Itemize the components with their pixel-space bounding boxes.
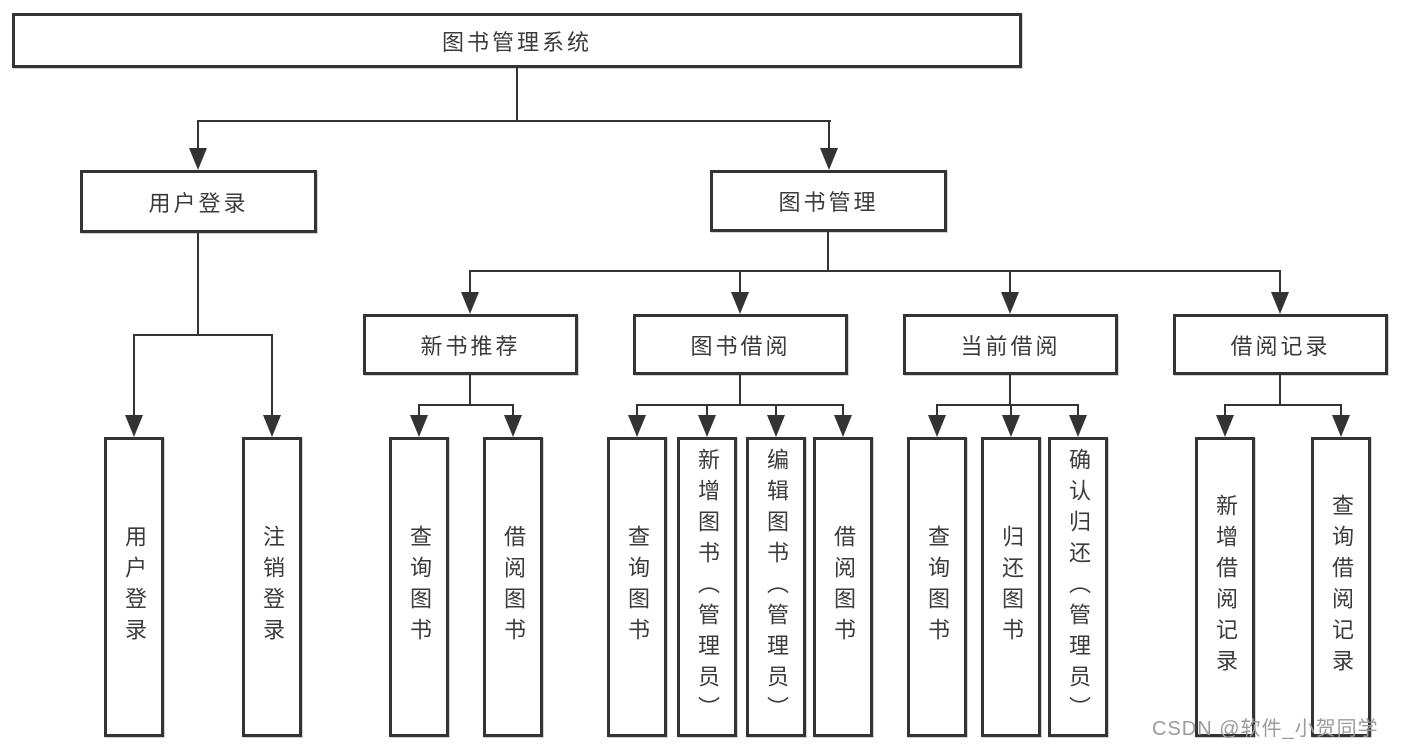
connector-current-borrowing-rail xyxy=(936,404,1079,406)
node-book-management: 图书管理 xyxy=(710,170,947,232)
node-root-label: 图书管理系统 xyxy=(441,29,592,55)
arrowhead-leaf-user-login xyxy=(125,415,143,437)
arrowhead-leaf-query-books-borrowing xyxy=(628,415,646,437)
arrowhead-new-book-recommend xyxy=(461,292,479,314)
node-current-borrowing-label: 当前借阅 xyxy=(960,333,1061,359)
connector-new-book-recommend-rail xyxy=(418,404,514,406)
arrowhead-leaf-confirm-return-admin xyxy=(1069,415,1087,437)
node-borrowing-records: 借阅记录 xyxy=(1173,314,1388,375)
connector-to-leaf xyxy=(1224,404,1226,417)
node-current-borrowing: 当前借阅 xyxy=(903,314,1118,375)
watermark-text: CSDN @软件_小贺同学 xyxy=(1152,718,1379,740)
arrowhead-leaf-add-borrow-record xyxy=(1216,415,1234,437)
connector-to-leaf xyxy=(1340,404,1342,417)
connector-to-leaf xyxy=(1010,404,1012,417)
connector-to-leaf xyxy=(512,404,514,417)
node-new-book-recommend-label: 新书推荐 xyxy=(420,333,521,359)
leaf-edit-book-admin: 编辑图书（管理员） xyxy=(746,437,806,737)
leaf-query-borrow-record: 查询借阅记录 xyxy=(1311,437,1371,737)
leaf-add-book-admin: 新增图书（管理员） xyxy=(677,437,737,737)
connector-to-leaf xyxy=(636,404,638,417)
node-book-management-label: 图书管理 xyxy=(778,190,879,215)
arrowhead-borrowing-records xyxy=(1271,292,1289,314)
connector-to-leaf xyxy=(842,404,844,417)
connector-to-current-borrowing xyxy=(1009,270,1011,296)
leaf-add-book-admin-label: 新增图书（管理员） xyxy=(695,447,720,727)
leaf-query-books-recommend: 查询图书 xyxy=(389,437,449,737)
connector-user-login-stem xyxy=(197,233,199,336)
arrowhead-current-borrowing xyxy=(1001,292,1019,314)
leaf-confirm-return-admin: 确认归还（管理员） xyxy=(1048,437,1108,737)
connector-to-user-login xyxy=(197,120,199,152)
leaf-query-books-recommend-label: 查询图书 xyxy=(407,525,432,649)
leaf-borrow-books-recommend-label: 借阅图书 xyxy=(501,525,526,649)
connector-book-management-stem xyxy=(827,232,829,272)
leaf-user-login: 用户登录 xyxy=(104,437,164,737)
connector-to-leaf xyxy=(1077,404,1079,417)
arrowhead-leaf-query-borrow-record xyxy=(1332,415,1350,437)
connector-to-leaf-user-login xyxy=(133,334,135,416)
connector-book-borrowing-stem xyxy=(739,374,741,406)
connector-to-new-book-recommend xyxy=(469,270,471,296)
leaf-borrow-books-recommend: 借阅图书 xyxy=(483,437,543,737)
leaf-logout: 注销登录 xyxy=(242,437,302,737)
node-user-login: 用户登录 xyxy=(80,170,317,233)
leaf-user-login-label: 用户登录 xyxy=(122,525,147,649)
arrowhead-book-management xyxy=(820,148,838,170)
connector-user-login-rail xyxy=(133,334,273,336)
node-user-login-label: 用户登录 xyxy=(148,190,249,216)
connector-to-leaf-logout xyxy=(271,334,273,416)
leaf-query-books-borrowing: 查询图书 xyxy=(607,437,667,737)
arrowhead-leaf-return-book xyxy=(1002,415,1020,437)
node-book-borrowing: 图书借阅 xyxy=(633,314,848,375)
leaf-add-borrow-record-label: 新增借阅记录 xyxy=(1213,494,1238,680)
arrowhead-leaf-add-book-admin xyxy=(698,415,716,437)
arrowhead-leaf-query-books-recommend xyxy=(410,415,428,437)
leaf-confirm-return-admin-label: 确认归还（管理员） xyxy=(1066,447,1091,727)
connector-to-leaf xyxy=(775,404,777,417)
leaf-borrow-books-borrowing-label: 借阅图书 xyxy=(831,525,856,649)
connector-new-book-recommend-stem xyxy=(469,374,471,406)
arrowhead-leaf-query-books-current xyxy=(928,415,946,437)
node-root: 图书管理系统 xyxy=(12,13,1022,68)
arrowhead-leaf-borrow-books-borrowing xyxy=(834,415,852,437)
connector-to-book-borrowing xyxy=(739,270,741,296)
arrowhead-leaf-edit-book-admin xyxy=(767,415,785,437)
leaf-query-borrow-record-label: 查询借阅记录 xyxy=(1329,494,1354,680)
connector-current-borrowing-stem xyxy=(1009,374,1011,406)
arrowhead-leaf-logout xyxy=(263,415,281,437)
leaf-query-books-current-label: 查询图书 xyxy=(925,525,950,649)
connector-borrowing-records-rail xyxy=(1224,404,1342,406)
leaf-logout-label: 注销登录 xyxy=(260,525,285,649)
connector-to-book-management xyxy=(828,120,830,152)
leaf-query-books-current: 查询图书 xyxy=(907,437,967,737)
arrowhead-user-login xyxy=(189,148,207,170)
connector-to-leaf xyxy=(706,404,708,417)
leaf-return-book-label: 归还图书 xyxy=(999,525,1024,649)
leaf-return-book: 归还图书 xyxy=(981,437,1041,737)
leaf-borrow-books-borrowing: 借阅图书 xyxy=(813,437,873,737)
arrowhead-book-borrowing xyxy=(731,292,749,314)
connector-level3-rail xyxy=(469,270,1281,272)
connector-to-leaf xyxy=(418,404,420,417)
connector-book-borrowing-rail xyxy=(636,404,844,406)
leaf-add-borrow-record: 新增借阅记录 xyxy=(1195,437,1255,737)
connector-to-borrowing-records xyxy=(1279,270,1281,296)
arrowhead-leaf-borrow-books-recommend xyxy=(504,415,522,437)
node-borrowing-records-label: 借阅记录 xyxy=(1230,333,1331,359)
node-book-borrowing-label: 图书借阅 xyxy=(690,333,791,359)
connector-borrowing-records-stem xyxy=(1279,374,1281,406)
leaf-query-books-borrowing-label: 查询图书 xyxy=(625,525,650,649)
connector-root-stem xyxy=(516,68,518,121)
connector-to-leaf xyxy=(936,404,938,417)
node-new-book-recommend: 新书推荐 xyxy=(363,314,578,375)
leaf-edit-book-admin-label: 编辑图书（管理员） xyxy=(764,447,789,727)
connector-level2-rail xyxy=(197,120,831,122)
